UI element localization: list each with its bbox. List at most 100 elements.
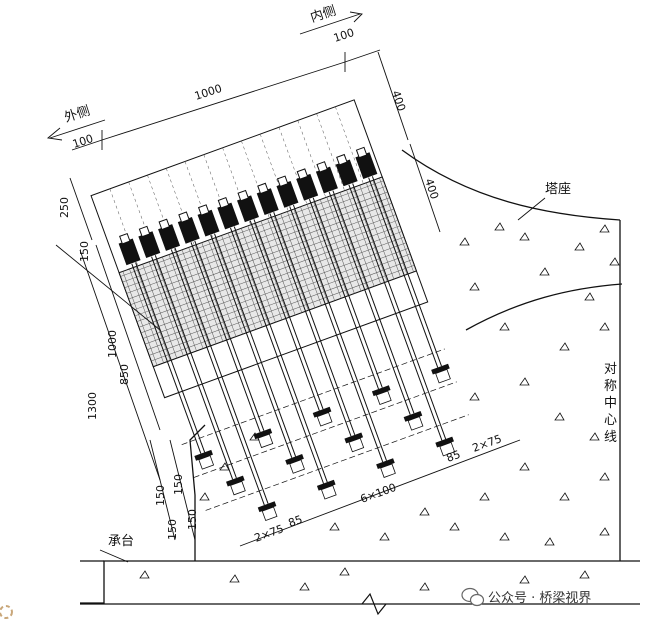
hatch-triangle [599,527,610,536]
anchor-cap [316,161,328,173]
tendon-line [170,249,265,506]
anchor-cap [119,232,131,245]
bearing-plate [371,385,391,397]
mesh-line [145,248,409,345]
anchor-cap [138,225,151,238]
mesh-line [267,218,303,313]
tendon-line [214,233,297,457]
tower-seat-label: 塔座 [545,182,571,197]
mesh-line [138,231,403,328]
hatch-triangle [329,522,340,531]
tendon-line [312,197,383,388]
mesh-line [188,247,224,342]
mesh-line [194,244,230,340]
mesh-line [319,199,355,294]
dim-bottom-85-right: 85 [445,448,463,465]
tower-seat-leader [517,197,546,221]
anchor-cap [158,218,171,231]
hatch-triangle [589,432,600,441]
hatch-triangle [599,322,610,331]
dim-left-150-a: 150 [154,485,167,506]
mesh-line [379,177,414,273]
bearing-plate [226,475,245,487]
tower-seat-outline [189,149,623,561]
mesh-line [326,197,362,292]
tendon-line [308,199,379,390]
mesh-line [149,259,413,356]
watermark-text: 公众号 · 桥梁视界 [488,591,591,606]
tendon-line [210,234,293,458]
dim-bottom-85-left: 85 [287,513,305,530]
dim-top-100-outer: 100 [71,132,95,151]
tendon-line [194,240,265,431]
mesh-line [208,240,243,335]
transverse-line [193,381,457,478]
mesh-line [122,186,386,283]
mesh-line [260,220,296,316]
plate-nut [320,484,337,500]
tendon-line [151,256,234,480]
outer-side-label: 外侧 [63,103,92,125]
mesh-line [155,259,191,354]
mesh-line [346,189,381,285]
hatch-triangle [219,462,230,471]
tendon-line [332,190,415,414]
mesh-line [148,261,184,356]
mesh-line [300,206,335,301]
symmetry-line-label-text: 对称中心线 [604,362,617,445]
hatch-triangle [519,232,530,241]
mesh-line [287,211,322,306]
tendon-line [289,206,384,463]
mesh-line [227,232,263,328]
mesh-line [175,252,210,347]
anchor-cap [237,189,249,202]
plate-nut [380,463,396,478]
tendon-line [154,255,237,479]
dim-left-1300: 1300 [86,392,99,420]
tendon-line [131,263,202,454]
inner-side-label: 内侧 [308,3,338,26]
anchor-heads [118,146,378,266]
transverse-line [205,414,469,511]
tendon-line [253,219,324,410]
plate-nut [439,441,456,457]
anchor-cap [336,153,348,166]
tendon-line [190,242,261,433]
mesh-line [126,197,390,294]
dim-right-400-upper: 400 [389,89,408,113]
mesh-line [128,203,392,300]
hatch-triangle [139,570,150,579]
mesh-line [134,219,399,317]
hatch-triangle [539,267,550,276]
mesh-line [132,214,396,311]
dim-left-150-d: 150 [186,509,199,530]
tendon-line [174,247,269,504]
hatch-triangle [559,492,570,501]
pile-cap-label: 承台 [108,534,134,549]
mesh-line [365,182,401,277]
anchor-cap [178,211,190,223]
bearing-plates [181,348,469,522]
bearing-plate [344,432,364,444]
anchor-cap [197,204,210,216]
bearing-plate [312,406,332,418]
wechat-icon [461,587,485,607]
hatch-triangle [609,257,620,266]
hatch-triangle [419,507,430,516]
tendon-line [135,262,206,453]
corner-loading-icon [0,605,13,619]
bearing-plate [257,501,277,513]
bearing-plate [403,410,423,422]
anchor-cap [355,146,368,159]
mesh-line [140,236,405,334]
mesh-line [372,180,408,275]
mesh-line [181,249,217,344]
mesh-line [168,254,204,349]
hatch-triangle [574,242,585,251]
hatch-triangle [469,392,480,401]
mesh-line [122,271,158,366]
dim-left-150-c: 150 [166,519,179,540]
hatch-triangle [519,462,530,471]
mesh-line [254,223,289,318]
tendon-line [368,177,439,368]
